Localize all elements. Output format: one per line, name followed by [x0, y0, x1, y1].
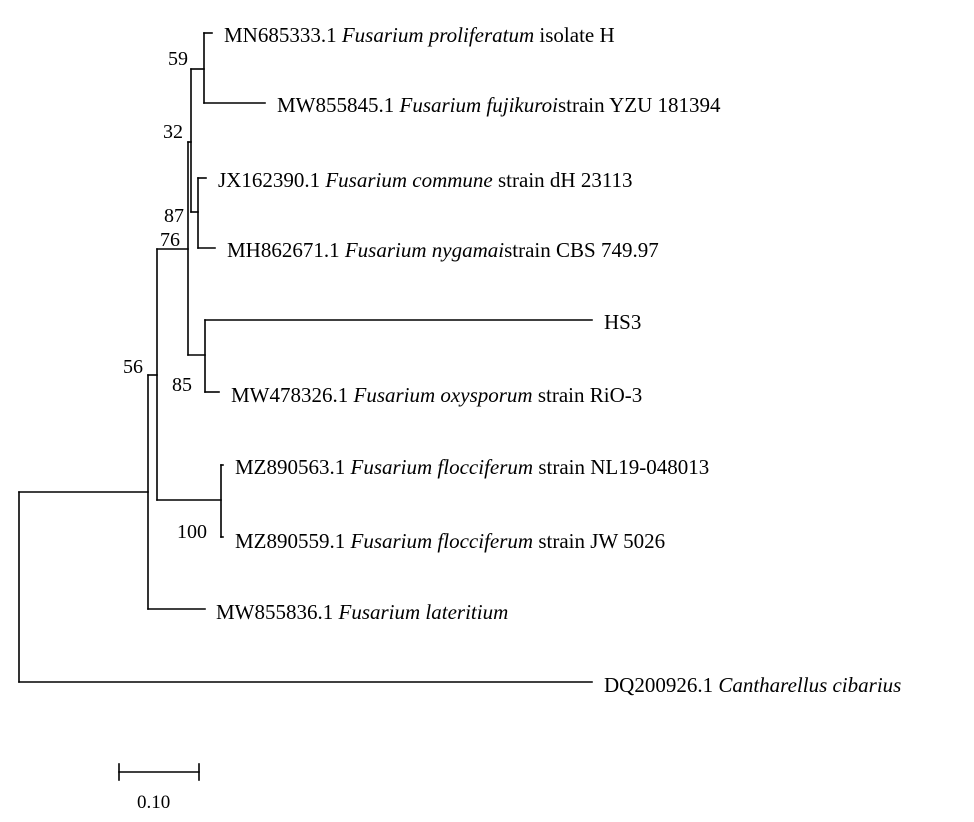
taxon-label: MH862671.1 Fusarium nygamaistrain CBS 74…: [227, 238, 659, 262]
taxon-label: DQ200926.1 Cantharellus cibarius: [604, 673, 901, 697]
scale-bar-label: 0.10: [137, 792, 170, 813]
bootstrap-value-56: 56: [123, 356, 143, 378]
taxon-label: MZ890559.1 Fusarium flocciferum strain J…: [235, 529, 665, 553]
bootstrap-value-32: 32: [163, 121, 183, 143]
taxon-label: JX162390.1 Fusarium commune strain dH 23…: [218, 168, 633, 192]
bootstrap-value-87: 87: [164, 205, 184, 227]
bootstrap-values: 59 87 32 76 85 100 56: [123, 48, 207, 543]
taxon-label: MW855836.1 Fusarium lateritium: [216, 600, 508, 624]
bootstrap-value-76: 76: [160, 229, 180, 251]
taxon-label-hs3: HS3: [604, 310, 641, 334]
scale-bar: 0.10: [118, 763, 200, 813]
bootstrap-value-85: 85: [172, 374, 192, 396]
bootstrap-value-100: 100: [177, 521, 207, 543]
bootstrap-value-59: 59: [168, 48, 188, 70]
taxon-label: MW855845.1 Fusarium fujikuroistrain YZU …: [277, 93, 721, 117]
taxon-label: MW478326.1 Fusarium oxysporum strain RiO…: [231, 383, 642, 407]
tree-branches: [18, 32, 593, 683]
taxon-labels: MN685333.1 Fusarium proliferatum isolate…: [216, 23, 901, 697]
taxon-label: MN685333.1 Fusarium proliferatum isolate…: [224, 23, 615, 47]
taxon-label: MZ890563.1 Fusarium flocciferum strain N…: [235, 455, 709, 479]
